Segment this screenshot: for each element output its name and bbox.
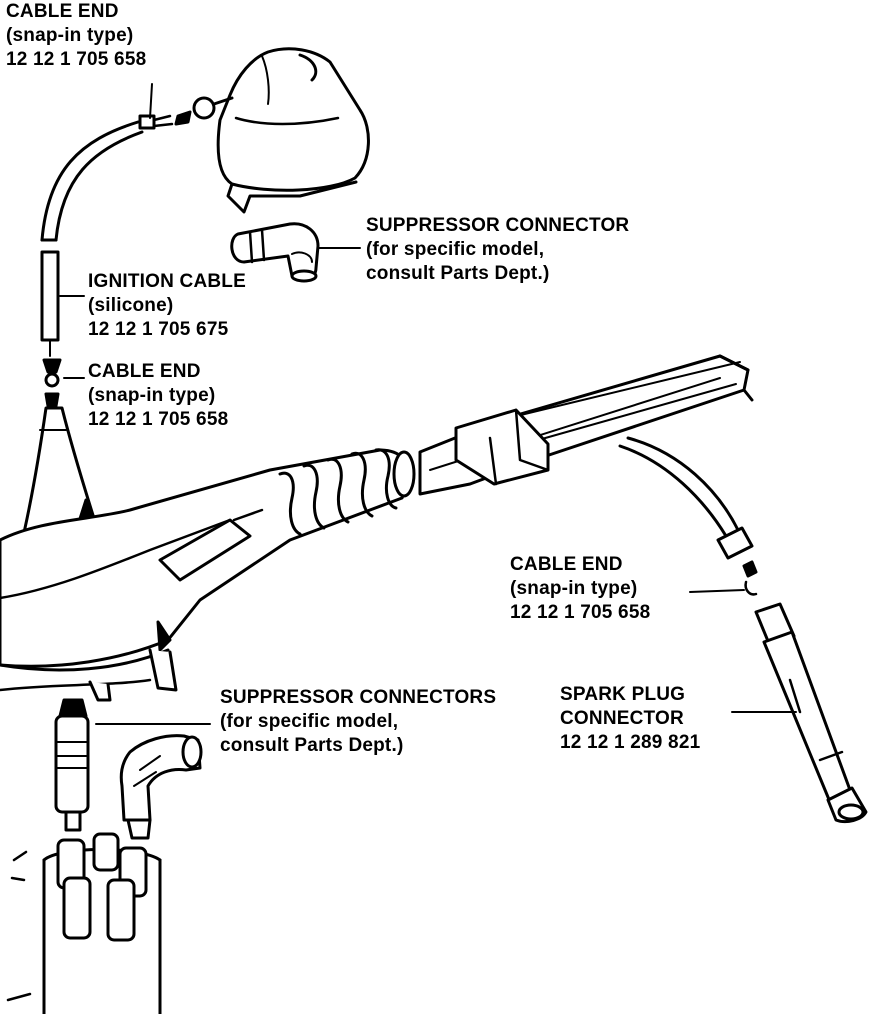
label-title: SUPPRESSOR CONNECTORS: [220, 687, 497, 708]
suppressor-connector-straight: [54, 698, 90, 832]
label-subtitle: (snap-in type): [6, 25, 134, 46]
cable-end-top-part: [138, 114, 174, 130]
label-subtitle: (for specific model,: [220, 711, 399, 732]
label-part-number: 12 12 1 705 675: [88, 319, 229, 340]
suppressor-connector-part: [230, 222, 320, 283]
label-part-number: 12 12 1 705 658: [6, 49, 147, 70]
label-spark-plug-connector: SPARK PLUG CONNECTOR 12 12 1 289 821: [560, 683, 700, 755]
label-part-number: 12 12 1 705 658: [510, 602, 651, 623]
label-part-number: 12 12 1 289 821: [560, 732, 701, 753]
label-cable-end-top: CABLE END (snap-in type) 12 12 1 705 658: [6, 0, 146, 72]
label-title: CABLE END: [6, 1, 119, 22]
wire-loom-housing: [0, 448, 416, 702]
distributor-cap-part: [6, 832, 162, 1014]
cable-end-mid-part: [42, 358, 62, 408]
leader-cable-end-right: [689, 589, 745, 593]
top-spark-plug-cap: [174, 47, 370, 214]
label-suppressor-connector: SUPPRESSOR CONNECTOR (for specific model…: [366, 214, 629, 286]
label-subtitle: (for specific model,: [366, 239, 545, 260]
label-suppressor-connectors: SUPPRESSOR CONNECTORS (for specific mode…: [220, 686, 496, 758]
label-cable-end-right: CABLE END (snap-in type) 12 12 1 705 658: [510, 553, 650, 625]
label-cable-end-mid: CABLE END (snap-in type) 12 12 1 705 658: [88, 360, 228, 432]
label-note: consult Parts Dept.): [220, 735, 404, 756]
leader-cable-end-top: [149, 83, 153, 119]
label-subtitle: CONNECTOR: [560, 708, 684, 729]
label-subtitle: (snap-in type): [88, 385, 216, 406]
label-title: IGNITION CABLE: [88, 271, 246, 292]
label-title: CABLE END: [510, 554, 623, 575]
right-ignition-cable: [618, 436, 758, 596]
label-title: CABLE END: [88, 361, 201, 382]
label-ignition-cable: IGNITION CABLE (silicone) 12 12 1 705 67…: [88, 270, 246, 342]
suppressor-connector-elbow: [119, 734, 203, 840]
spark-plug-connector-part: [754, 602, 868, 824]
ignition-cable-part: [40, 120, 144, 357]
label-note: consult Parts Dept.): [366, 263, 550, 284]
label-subtitle: (snap-in type): [510, 578, 638, 599]
label-title: SUPPRESSOR CONNECTOR: [366, 215, 630, 236]
label-title: SPARK PLUG: [560, 684, 686, 705]
label-subtitle: (silicone): [88, 295, 174, 316]
label-part-number: 12 12 1 705 658: [88, 409, 229, 430]
wire-loom-rail: [418, 354, 754, 496]
